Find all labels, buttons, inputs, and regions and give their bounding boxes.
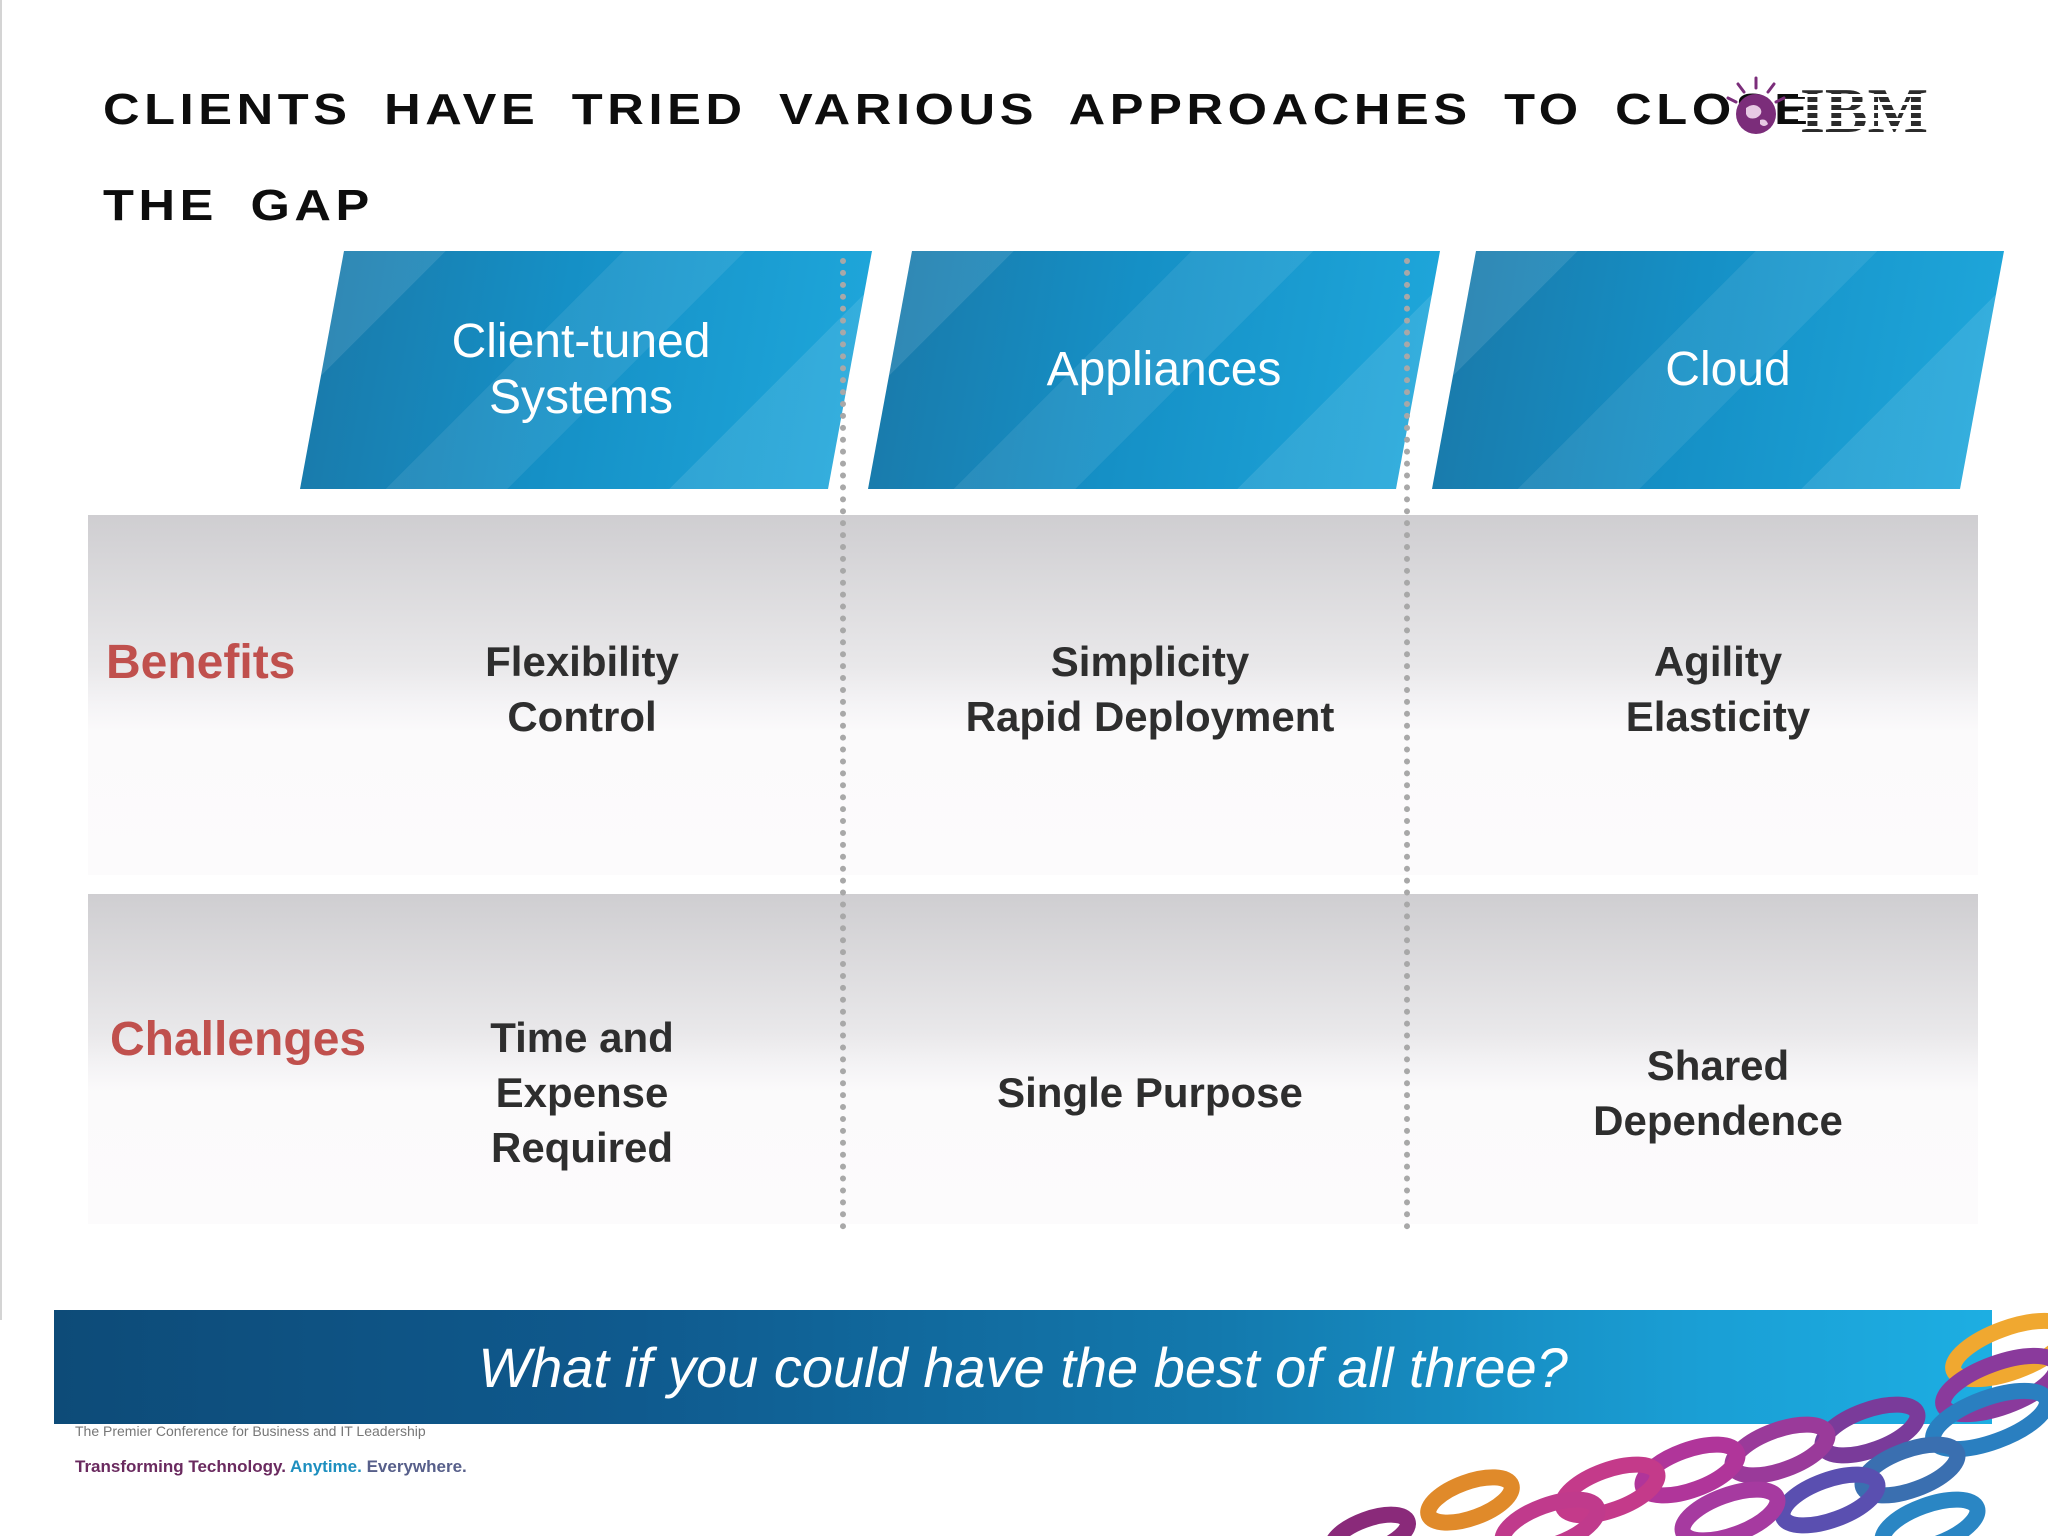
cell-line: Flexibility bbox=[485, 638, 679, 685]
tagline-part: Transforming Technology. bbox=[75, 1457, 286, 1476]
benefits-cell-client-tuned: Flexibility Control bbox=[302, 634, 862, 744]
cell-line: Simplicity bbox=[1050, 638, 1250, 685]
challenges-cell-appliances: Single Purpose bbox=[870, 1065, 1430, 1120]
column-divider bbox=[840, 258, 846, 1230]
cell-line: Control bbox=[507, 693, 657, 740]
cell-line: Required bbox=[490, 1124, 674, 1171]
challenges-cell-client-tuned: Time and Expense Required bbox=[302, 1010, 862, 1175]
column-header-cloud: Cloud bbox=[1432, 251, 2004, 489]
cell-line: Time and bbox=[490, 1014, 674, 1061]
challenges-cell-cloud: Shared Dependence bbox=[1438, 1038, 1998, 1148]
cell-line: Single Purpose bbox=[997, 1069, 1303, 1116]
globe-icon bbox=[1726, 76, 1786, 134]
column-header-appliances: Appliances bbox=[868, 251, 1440, 489]
column-header-text: Cloud bbox=[1665, 343, 1791, 396]
cell-line: Elasticity bbox=[1625, 693, 1811, 740]
slide-edge bbox=[0, 0, 2, 1320]
benefits-band bbox=[88, 515, 1978, 875]
ibm-logo-icon: IBM bbox=[1726, 75, 1948, 146]
bottom-banner-text: What if you could have the best of all t… bbox=[478, 1335, 1568, 1399]
column-header-client-tuned: Client-tuned Systems bbox=[300, 251, 872, 489]
bottom-banner: What if you could have the best of all t… bbox=[54, 1310, 1992, 1424]
column-header-text: Appliances bbox=[1046, 343, 1282, 396]
cell-line: Dependence bbox=[1593, 1097, 1843, 1144]
ibm-wordmark: IBM bbox=[1800, 75, 1928, 144]
cell-line: Agility bbox=[1653, 638, 1783, 685]
cell-line: Rapid Deployment bbox=[965, 693, 1335, 740]
benefits-cell-appliances: Simplicity Rapid Deployment bbox=[870, 634, 1430, 744]
row-label-benefits: Benefits bbox=[106, 636, 296, 689]
tagline-part: Everywhere. bbox=[366, 1457, 467, 1476]
cell-line: Expense bbox=[495, 1069, 669, 1116]
column-header-text: Client-tuned Systems bbox=[451, 315, 711, 424]
challenges-band bbox=[88, 894, 1978, 1224]
cell-line: Shared bbox=[1646, 1042, 1790, 1089]
footer-subtitle: The Premier Conference for Business and … bbox=[75, 1423, 426, 1439]
benefits-cell-cloud: Agility Elasticity bbox=[1438, 634, 1998, 744]
decorative-rings bbox=[1310, 1310, 2048, 1536]
row-label-challenges: Challenges bbox=[110, 1013, 367, 1066]
ibm-logo: IBM bbox=[1724, 72, 1960, 146]
decorative-rings-icon bbox=[1324, 1312, 2048, 1536]
slide-title: Clients have tried various approaches to… bbox=[103, 85, 1813, 230]
column-divider bbox=[1404, 258, 1410, 1230]
footer-tagline: Transforming Technology. Anytime. Everyw… bbox=[75, 1457, 467, 1477]
tagline-part: Anytime. bbox=[290, 1457, 362, 1476]
